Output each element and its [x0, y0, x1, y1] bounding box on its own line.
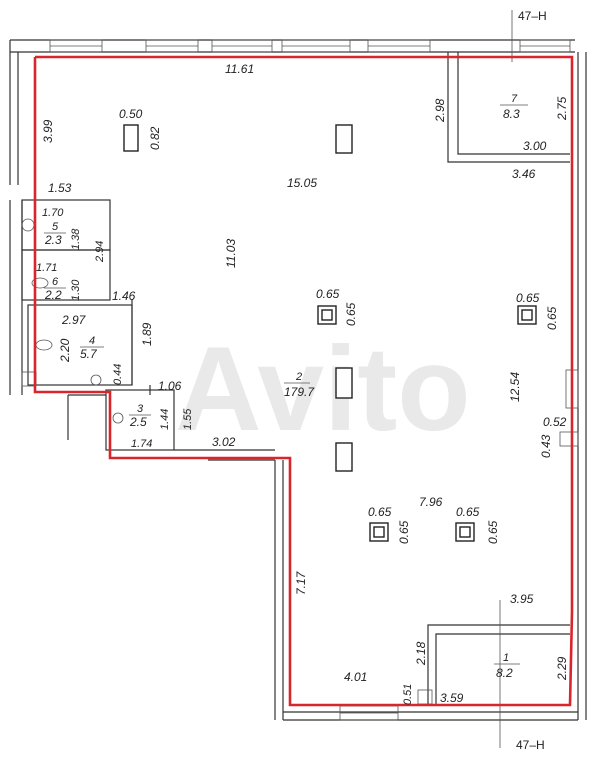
- dim-r5-w: 1.70: [42, 207, 64, 219]
- premises-outline: [33, 55, 574, 707]
- dim-wc-h-294: 2.94: [94, 241, 106, 263]
- room-3-area: 2.5: [129, 415, 147, 429]
- room-6-number: 6: [52, 276, 59, 288]
- dim-wc-w-153: 1.53: [48, 181, 72, 195]
- walls: [9, 39, 587, 721]
- dim-r4-w: 2.97: [61, 313, 87, 327]
- dim-r1-h-right: 2.29: [555, 656, 569, 681]
- column-top-center: [335, 124, 353, 154]
- dim-col-c2-w: 0.65: [516, 291, 540, 305]
- dim-col-c4-h: 0.65: [486, 520, 500, 544]
- columns: [123, 124, 537, 542]
- dim-mid-w: 7.96: [419, 495, 443, 509]
- dim-h-044: 0.44: [112, 364, 124, 385]
- dim-col-c1-w: 0.65: [316, 287, 340, 301]
- dim-r1-h-left: 2.18: [414, 641, 428, 666]
- dim-col-top-w: 0.50: [119, 107, 143, 121]
- dim-left-top-height: 3.99: [41, 119, 55, 143]
- axis-label-bottom: 47–H: [516, 738, 545, 752]
- dim-col-c4-w: 0.65: [456, 505, 480, 519]
- room-1-number: 1: [503, 652, 509, 664]
- column-lower-mid: [335, 442, 353, 472]
- dim-r6-h: 1.30: [70, 279, 82, 301]
- dim-r7-h-left: 2.98: [433, 98, 447, 123]
- room-3-number: 3: [137, 403, 144, 415]
- room-7-number: 7: [511, 93, 518, 105]
- dim-r1-w-top: 3.95: [510, 592, 534, 606]
- dim-bottom-w: 4.01: [344, 670, 367, 684]
- dim-r1-w-bottom: 3.59: [440, 691, 464, 705]
- room-7-area: 8.3: [503, 107, 520, 121]
- axis-label-top: 47–H: [518, 9, 547, 23]
- room-4-area: 5.7: [80, 347, 98, 361]
- room-6-area: 2.2: [44, 288, 62, 302]
- column-top-left: [123, 124, 139, 152]
- room-1-area: 8.2: [496, 666, 513, 680]
- dim-r6-w: 1.71: [36, 262, 57, 274]
- dim-col-c2-h: 0.65: [545, 306, 559, 330]
- dim-h-144: 1.44: [159, 409, 171, 430]
- dim-h-189: 1.89: [140, 322, 154, 346]
- dim-r5-h: 1.38: [70, 228, 82, 250]
- dim-col-c3-w: 0.65: [368, 505, 392, 519]
- dim-r7-w-inner: 3.00: [523, 139, 547, 153]
- dim-col-c3-h: 0.65: [397, 520, 411, 544]
- dim-top-width: 11.61: [225, 62, 254, 76]
- axis-markers: 47–H 47–H: [499, 9, 547, 752]
- dim-col-top-h: 0.82: [148, 126, 162, 150]
- dim-right-h: 12.54: [508, 372, 522, 402]
- dim-r7-h-right: 2.75: [555, 96, 569, 121]
- room-2-number: 2: [295, 371, 302, 383]
- room-labels: 2 179.7 7 8.3 1 8.2 5 2.3 6 2.2 4 5.7 3 …: [44, 93, 528, 680]
- top-windows: [49, 39, 571, 53]
- dim-col-c1-h: 0.65: [344, 302, 358, 326]
- dim-b-051: 0.51: [402, 684, 414, 705]
- dim-r4-h: 2.20: [58, 338, 72, 363]
- dim-w-146: 1.46: [112, 289, 136, 303]
- dim-r7-w-outer: 3.46: [512, 167, 536, 181]
- dim-pil-w: 0.52: [543, 415, 567, 429]
- dim-pil-h: 0.43: [539, 434, 553, 458]
- dim-w-106: 1.06: [158, 379, 182, 393]
- column-mid: [335, 367, 353, 399]
- room-2-area: 179.7: [284, 385, 315, 399]
- room-4-number: 4: [89, 335, 95, 347]
- dim-w-174: 1.74: [131, 438, 152, 450]
- dim-h-155: 1.55: [182, 408, 194, 430]
- dim-w-302: 3.02: [212, 435, 236, 449]
- room-5-area: 2.3: [44, 233, 62, 247]
- dim-lower-left-h: 7.17: [294, 570, 308, 595]
- dim-main-width: 15.05: [287, 176, 317, 190]
- dimension-labels: 11.61 3.99 0.50 0.82 15.05 11.03 2.98 2.…: [36, 62, 569, 705]
- dim-main-height: 11.03: [224, 239, 238, 268]
- room-5-number: 5: [52, 221, 59, 233]
- watermark: Avito: [175, 322, 471, 456]
